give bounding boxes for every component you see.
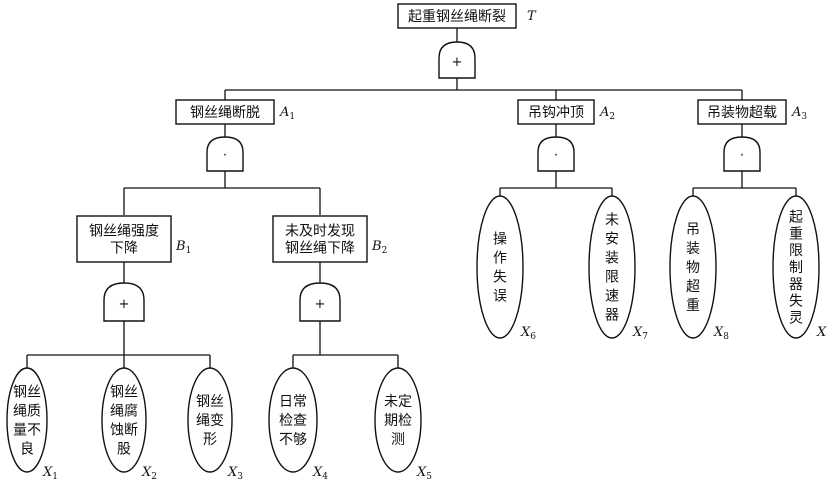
basic-event-x1-label: 绳质 <box>13 404 41 420</box>
basic-event-x9-label: 灵 <box>789 311 803 327</box>
event-symbol-a3: A3 <box>791 105 807 122</box>
basic-symbol-x3: X3 <box>227 465 243 482</box>
and-gate-a2 <box>537 136 575 172</box>
basic-event-x3-label: 钢丝 <box>196 394 224 410</box>
or-gate-b2 <box>299 282 341 322</box>
basic-event-x6 <box>476 195 524 339</box>
basic-event-x8 <box>669 195 717 339</box>
event-box-b2-label: 未及时发现 <box>285 224 355 240</box>
basic-event-x2-label: 股 <box>117 442 131 458</box>
event-symbol-b2: B2 <box>371 239 387 256</box>
basic-event-x8-label: 吊 <box>686 222 700 238</box>
top-event-symbol: T <box>527 9 537 24</box>
or-gate-b2-symbol: + <box>315 297 326 312</box>
basic-event-x9-label: 重 <box>789 226 803 242</box>
basic-event-x6-label: 误 <box>493 289 507 305</box>
basic-event-x7-label: 未 <box>605 213 619 229</box>
basic-event-x6-label: 作 <box>493 251 507 267</box>
basic-event-x8-label: 重 <box>686 298 700 314</box>
basic-event-x2-label: 绳腐 <box>110 403 138 420</box>
event-symbol-a1: A1 <box>279 105 295 122</box>
basic-event-x2 <box>101 367 147 473</box>
or-gate-b1 <box>103 282 145 322</box>
basic-event-x3 <box>187 367 233 473</box>
basic-event-x1-label: 钢丝 <box>13 385 41 401</box>
event-box-b1-label: 钢丝绳强度 <box>89 224 159 240</box>
basic-event-x9-label: 制 <box>789 260 803 276</box>
basic-symbol-x9: X9 <box>816 325 827 342</box>
or-gate-top-symbol: + <box>452 55 463 70</box>
event-box-b1 <box>76 215 172 263</box>
basic-event-x9 <box>772 195 820 339</box>
basic-event-x4-label: 检查 <box>279 413 307 429</box>
and-gate-a1 <box>206 136 244 172</box>
basic-event-x1 <box>6 367 48 473</box>
and-gate-a3-symbol: · <box>740 148 744 163</box>
basic-event-x4-label: 日常 <box>279 394 307 410</box>
basic-event-x7 <box>588 195 636 339</box>
basic-symbol-x8: X8 <box>713 325 729 342</box>
basic-event-x6-label: 失 <box>493 270 507 286</box>
event-box-a2 <box>517 99 595 125</box>
basic-event-x8-label: 超 <box>686 279 700 295</box>
basic-event-x1-label: 良 <box>20 442 34 458</box>
basic-symbol-x7: X7 <box>632 325 648 342</box>
basic-event-x5 <box>374 367 422 473</box>
basic-event-x6-label: 操 <box>493 232 507 248</box>
basic-event-x5-label: 测 <box>391 432 405 448</box>
basic-event-x3-label: 形 <box>203 432 217 448</box>
basic-event-x5-label: 期检 <box>384 413 412 429</box>
basic-event-x9-label: 起 <box>789 209 803 225</box>
basic-event-x8-label: 装 <box>686 241 700 257</box>
basic-event-x3-label: 绳变 <box>196 413 224 429</box>
basic-event-x2-label: 钢丝 <box>110 385 138 401</box>
event-box-a2-label: 吊钩冲顶 <box>528 105 584 121</box>
basic-event-x7-label: 装 <box>605 251 619 267</box>
basic-event-x7-label: 安 <box>605 232 619 248</box>
basic-event-x7-label: 器 <box>605 308 619 324</box>
basic-symbol-x1: X1 <box>42 465 58 482</box>
event-box-b1-label: 下降 <box>110 241 138 257</box>
top-event-box <box>397 3 517 29</box>
or-gate-b1-symbol: + <box>119 297 130 312</box>
event-symbol-b1: B1 <box>175 239 191 256</box>
event-box-a3 <box>697 99 787 125</box>
basic-event-x9-label: 器 <box>789 277 803 293</box>
basic-event-x5-label: 未定 <box>384 394 412 410</box>
basic-event-x2-label: 蚀断 <box>110 423 138 439</box>
basic-event-x7-label: 限 <box>605 270 619 286</box>
basic-event-x9-label: 限 <box>789 243 803 259</box>
basic-event-x7-label: 速 <box>605 289 619 305</box>
basic-symbol-x6: X6 <box>520 325 536 342</box>
event-box-a3-label: 吊装物超载 <box>707 105 777 121</box>
basic-symbol-x4: X4 <box>312 465 328 482</box>
and-gate-a3 <box>723 136 761 172</box>
and-gate-a1-symbol: · <box>223 148 227 163</box>
event-box-a1-label: 钢丝绳断脱 <box>190 105 260 121</box>
basic-event-x4 <box>268 367 318 473</box>
basic-event-x8-label: 物 <box>686 260 700 276</box>
basic-event-x1-label: 量不 <box>13 423 41 439</box>
or-gate-top <box>438 41 476 79</box>
event-box-b2-label: 钢丝绳下降 <box>285 241 355 257</box>
event-box-a1 <box>175 99 275 125</box>
basic-event-x9-label: 失 <box>789 294 803 310</box>
and-gate-a2-symbol: · <box>554 148 558 163</box>
top-event-box-label: 起重钢丝绳断裂 <box>408 9 506 25</box>
basic-symbol-x5: X5 <box>416 465 432 482</box>
event-symbol-a2: A2 <box>599 105 615 122</box>
basic-event-x4-label: 不够 <box>279 432 307 448</box>
basic-symbol-x2: X2 <box>141 465 157 482</box>
